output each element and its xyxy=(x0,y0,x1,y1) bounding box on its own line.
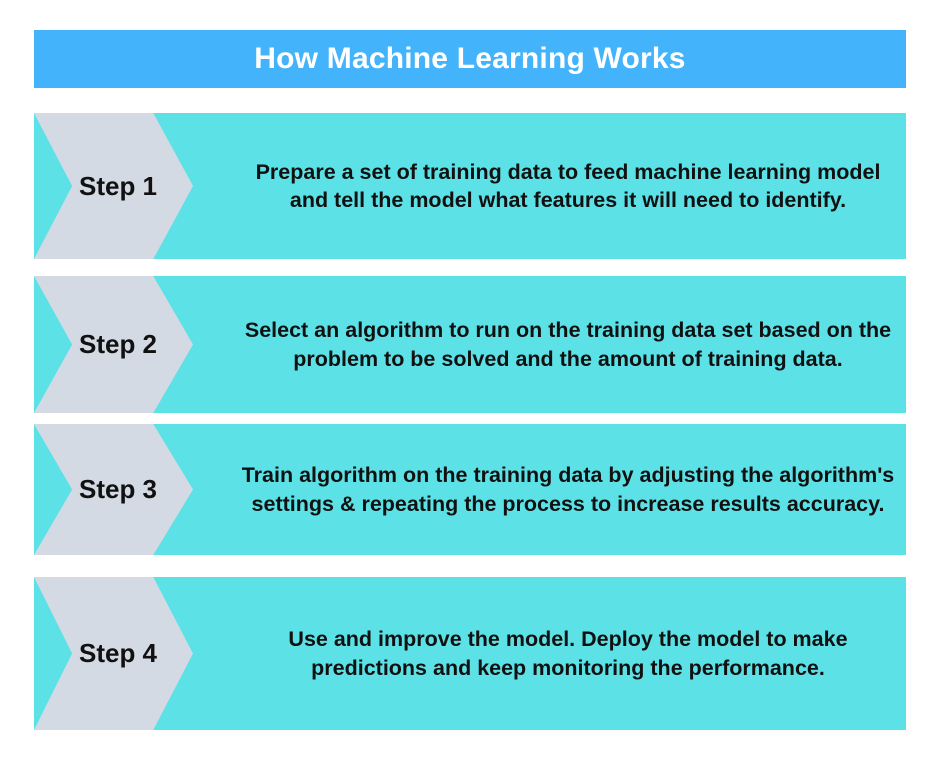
step-label: Step 4 xyxy=(78,638,158,668)
page-title: How Machine Learning Works xyxy=(254,42,686,75)
step-row: Step 4 Use and improve the model. Deploy… xyxy=(34,577,906,730)
step-description: Prepare a set of training data to feed m… xyxy=(255,159,881,212)
step-row: Step 3 Train algorithm on the training d… xyxy=(34,424,906,555)
step-label: Step 1 xyxy=(78,170,158,201)
step-description: Train algorithm on the training data by … xyxy=(241,463,895,516)
step-label: Step 3 xyxy=(78,474,158,504)
step-description: Select an algorithm to run on the traini… xyxy=(244,318,892,371)
title-banner: How Machine Learning Works xyxy=(34,30,906,88)
step-row: Step 2 Select an algorithm to run on the… xyxy=(34,276,906,413)
step-row: Step 1 Prepare a set of training data to… xyxy=(34,113,906,259)
step-label: Step 2 xyxy=(78,329,158,359)
step-description: Use and improve the model. Deploy the mo… xyxy=(288,627,848,680)
